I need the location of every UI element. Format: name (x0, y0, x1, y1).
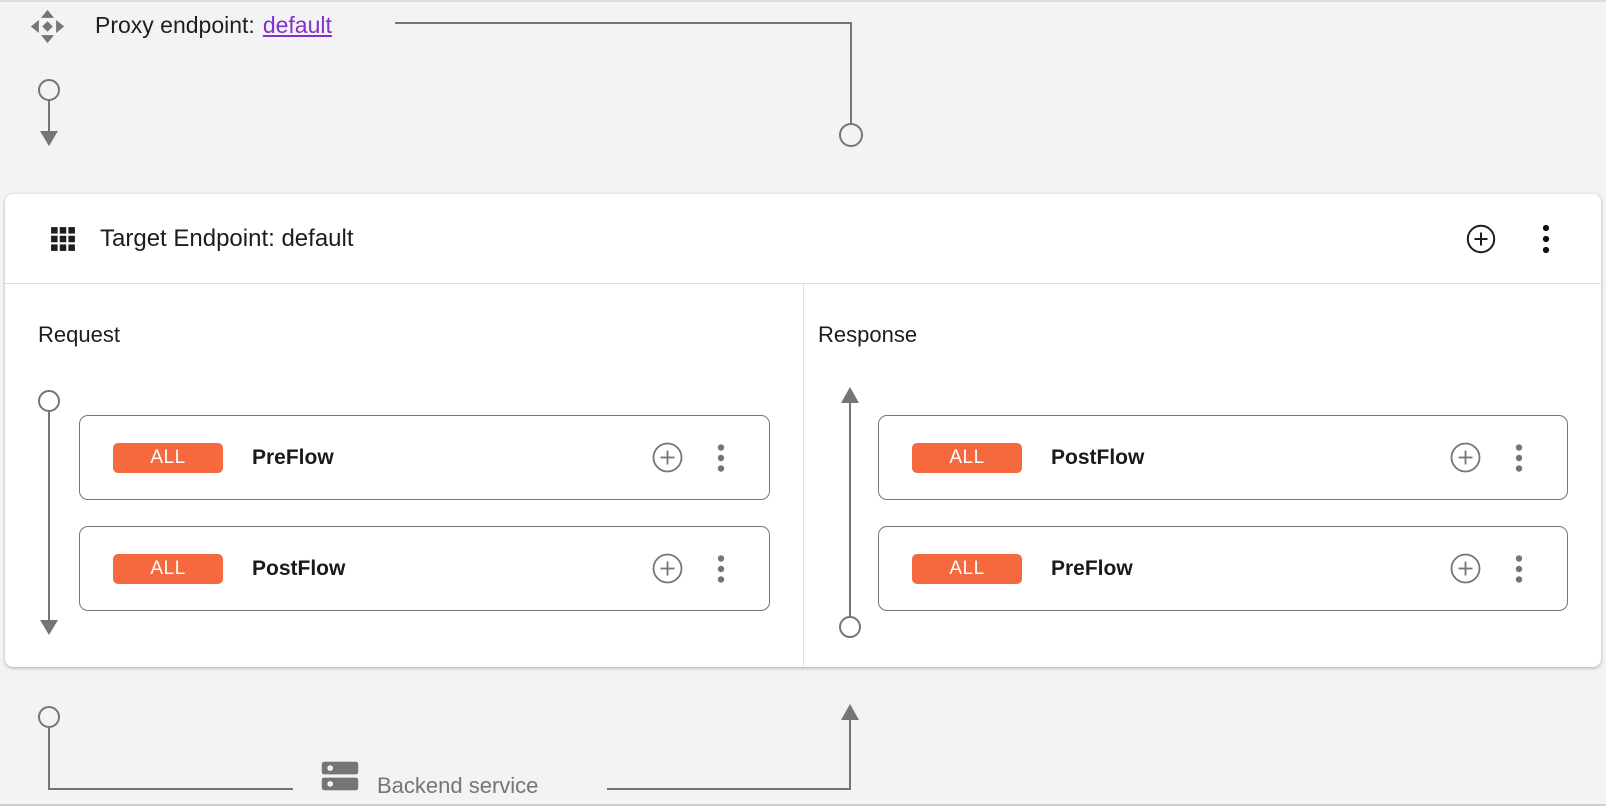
flow-name: PostFlow (1051, 445, 1145, 469)
flow-card-response-postflow[interactable]: ALL PostFlow (878, 415, 1568, 500)
add-flow-button[interactable] (1466, 224, 1496, 254)
target-backend-connector (38, 706, 293, 790)
flow-menu-button[interactable] (1514, 554, 1523, 584)
proxy-endpoint-icon (30, 9, 65, 44)
top-connector (395, 22, 863, 147)
response-panel-title: Response (818, 322, 918, 347)
proxy-endpoint-label: Proxy endpoint: (95, 11, 255, 38)
add-icon (1450, 442, 1481, 473)
proxy-request-rail (38, 79, 60, 146)
add-icon (652, 442, 683, 473)
add-step-button[interactable] (1450, 553, 1481, 584)
proxy-endpoint-link[interactable]: default (262, 11, 332, 38)
add-step-button[interactable] (1450, 442, 1481, 473)
backend-service-icon (321, 761, 359, 791)
flow-name: PreFlow (252, 445, 334, 469)
add-icon (1466, 224, 1496, 253)
flow-condition-badge: ALL (113, 442, 223, 473)
target-endpoint-title: Target Endpoint: default (100, 224, 354, 252)
more-vert-icon (717, 443, 724, 472)
flow-name: PostFlow (252, 556, 346, 580)
add-icon (652, 553, 683, 584)
proxy-endpoint-row: Proxy endpoint: default (95, 10, 332, 40)
add-icon (1450, 553, 1481, 584)
request-response-divider (803, 284, 804, 667)
backend-service-label: Backend service (377, 773, 539, 798)
flow-condition-badge: ALL (113, 553, 223, 584)
flow-card-request-postflow[interactable]: ALL PostFlow (79, 526, 770, 611)
request-panel-title: Request (38, 322, 120, 347)
flow-menu-button[interactable] (716, 554, 725, 584)
add-step-button[interactable] (652, 553, 683, 584)
flow-name: PreFlow (1051, 556, 1133, 580)
more-vert-icon (1542, 224, 1550, 253)
more-vert-icon (717, 554, 724, 583)
backend-response-connector (607, 704, 859, 790)
more-vert-icon (1515, 554, 1522, 583)
endpoint-menu-button[interactable] (1541, 224, 1551, 254)
flow-condition-badge: ALL (912, 442, 1022, 473)
flow-menu-button[interactable] (1514, 443, 1523, 473)
flow-card-response-preflow[interactable]: ALL PreFlow (878, 526, 1568, 611)
flow-card-request-preflow[interactable]: ALL PreFlow (79, 415, 770, 500)
more-vert-icon (1515, 443, 1522, 472)
target-endpoint-header: Target Endpoint: default (5, 194, 1601, 284)
flow-menu-button[interactable] (716, 443, 725, 473)
add-step-button[interactable] (652, 442, 683, 473)
flow-condition-badge: ALL (912, 553, 1022, 584)
grid-icon (51, 226, 75, 251)
